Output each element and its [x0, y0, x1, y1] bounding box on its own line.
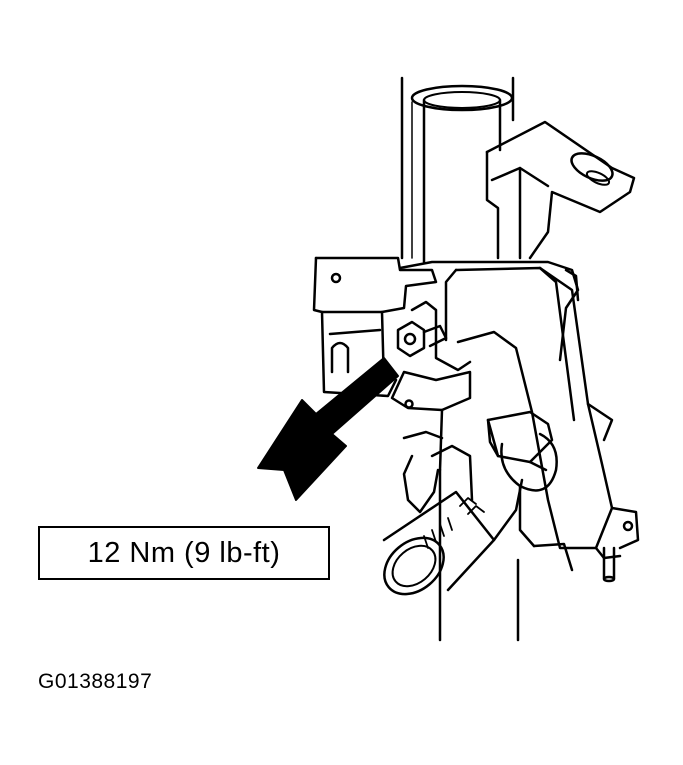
torque-callout-box: 12 Nm (9 lb-ft)	[38, 526, 330, 580]
shift-lever-arm	[444, 266, 640, 560]
lever-pin	[602, 546, 616, 583]
figure-id-label: G01388197	[38, 670, 153, 693]
mounting-bolt	[396, 320, 448, 358]
ignition-lock-cylinder	[382, 478, 524, 596]
upper-bracket	[485, 120, 636, 260]
steering-shaft	[410, 84, 514, 264]
lock-mechanism-block	[486, 410, 574, 572]
callout-arrow	[257, 357, 399, 501]
column-outer-tube	[400, 76, 520, 642]
lower-housing	[390, 260, 580, 514]
torque-spec-label: 12 Nm (9 lb-ft)	[87, 536, 281, 569]
